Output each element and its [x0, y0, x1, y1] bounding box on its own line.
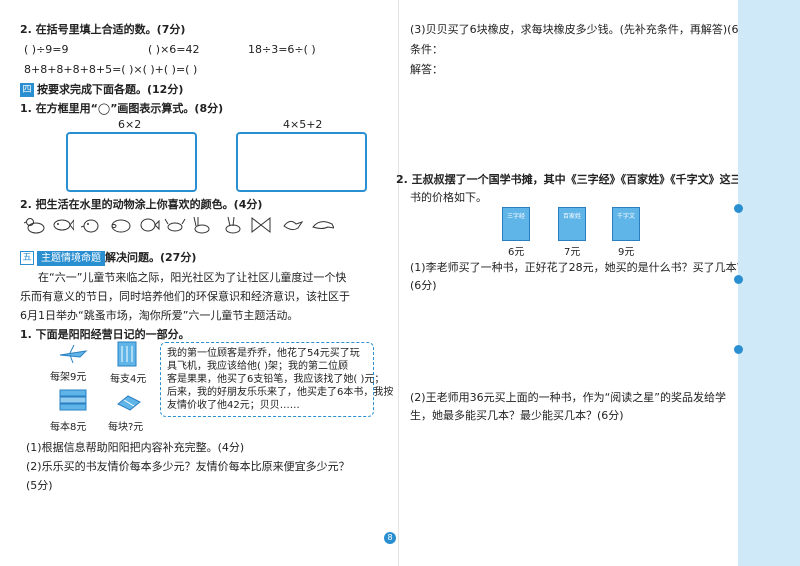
fish-icon[interactable]: [52, 216, 74, 234]
theme-tag: 主题情境命题: [37, 250, 105, 266]
pen-price: 每支4元: [110, 374, 147, 385]
section-4-title: 按要求完成下面各题。(12分): [37, 83, 184, 96]
q2-blank-1: ( )÷9=9: [24, 43, 69, 56]
rabbit2-icon[interactable]: [222, 216, 244, 234]
q2-blank-3: 18÷3=6÷( ): [248, 43, 316, 56]
drawing-box-2[interactable]: [236, 132, 367, 192]
book-sanzijing-icon: 三字经: [502, 207, 530, 241]
plane-icon: [59, 344, 88, 364]
diary-line-5: 友情价收了他42元；贝贝……: [167, 400, 300, 411]
right-sub-1a: (1)李老师买了一种书，正好花了28元，她买的是什么书？买了几本？: [410, 261, 748, 274]
answer-label: 解答：: [410, 63, 443, 76]
expression-1: 6×2: [118, 118, 142, 131]
q1-title: 1. 在方框里用“◯”画图表示算式。(8分): [20, 102, 224, 115]
section-4-header: 四按要求完成下面各题。(12分): [20, 82, 183, 97]
sub-question-2b: (5分): [26, 479, 53, 492]
diary-line-4: 后来，我的好朋友乐乐来了，他买走了6本书，我按: [167, 387, 394, 398]
diary-line-1: 我的第一位顾客是乔乔，他花了54元买了玩: [167, 348, 360, 359]
sub-question-1: (1)根据信息帮助阳阳把内容补充完整。(4分): [26, 441, 245, 454]
intro-line-3: 6月1日举办“跳蚤市场，淘你所爱”六一儿童节主题活动。: [20, 309, 299, 322]
diary-box: 我的第一位顾客是乔乔，他花了54元买了玩 具飞机，我应该给他( )架；我的第二位…: [160, 342, 394, 417]
blocks-price: 每块?元: [108, 422, 144, 433]
pig-icon[interactable]: [110, 216, 132, 234]
bird2-icon[interactable]: [282, 216, 304, 234]
section-5-header: 五主题情境命题解决问题。(27分): [20, 250, 196, 266]
q2b-title: 2. 把生活在水里的动物涂上你喜欢的颜色。(4分): [20, 198, 263, 211]
condition-label: 条件：: [410, 43, 443, 56]
q2-right-line-1: 2. 王叔叔摆了一个国学书摊，其中《三字经》《百家姓》《千字文》这三本: [396, 173, 753, 186]
diary-line-3: 客是果果，他买了6支铅笔，我应该找了她( )元；: [167, 374, 385, 385]
intro-line-1: 在“六一”儿童节来临之际，阳光社区为了让社区儿童度过一个快: [38, 271, 347, 284]
plane-price: 每架9元: [50, 372, 87, 383]
book-baijiaxing-price: 7元: [564, 247, 581, 258]
q2-right-line-2: 书的价格如下。: [410, 191, 487, 204]
strip-dot-2: [734, 275, 743, 284]
section-4-badge: 四: [20, 83, 34, 97]
right-sub-2a: (2)王老师用36元买上面的一种书，作为“阅读之星”的奖品发给学: [410, 391, 726, 404]
right-sub-1b: (6分): [410, 279, 437, 292]
book-qianziwen-icon: 千字文: [612, 207, 640, 241]
q2-title: 2. 在括号里填上合适的数。(7分): [20, 23, 186, 36]
diary-line-2: 具飞机，我应该给他( )架；我的第二位顾: [167, 361, 348, 372]
butterfly-icon[interactable]: [250, 216, 272, 234]
strip-dot-3: [734, 345, 743, 354]
right-side-strip: [738, 0, 800, 566]
section-5-badge: 五: [20, 251, 34, 265]
book-qianziwen-price: 9元: [618, 247, 635, 258]
intro-line-2: 乐而有意义的节日，同时培养他们的环保意识和经济意识，该社区于: [20, 290, 350, 303]
blocks-icon: [117, 395, 141, 411]
bird-icon[interactable]: [80, 216, 102, 234]
crab-icon[interactable]: [164, 216, 186, 234]
sub-question-3: (3)贝贝买了6块橡皮，求每块橡皮多少钱。(先补充条件，再解答)(6分): [410, 23, 754, 36]
book-sanzijing-price: 6元: [508, 247, 525, 258]
books-price: 每本8元: [50, 422, 87, 433]
section-5-title: 解决问题。(27分): [105, 251, 197, 264]
page-number: 8: [384, 532, 396, 544]
drawing-box-1[interactable]: [66, 132, 197, 192]
right-sub-2b: 生，她最多能买几本？最少能买几本？(6分): [410, 409, 624, 422]
duck-icon[interactable]: [24, 216, 46, 234]
fish2-icon[interactable]: [138, 216, 160, 234]
strip-dot-1: [734, 204, 743, 213]
book-baijiaxing-icon: 百家姓: [558, 207, 586, 241]
sub-question-2a: (2)乐乐买的书友情价每本多少元？友情价每本比原来便宜多少元？: [26, 460, 350, 473]
books-icon: [59, 389, 87, 411]
page-divider: [398, 0, 399, 566]
pen-icon: [117, 341, 137, 367]
q2-blank-2: ( )×6=42: [148, 43, 200, 56]
p1-title: 1. 下面是阳阳经营日记的一部分。: [20, 328, 190, 341]
dolphin-icon[interactable]: [312, 216, 334, 234]
q2-blank-row2: 8+8+8+8+8+5=( )×( )+( )=( ): [24, 63, 198, 76]
expression-2: 4×5+2: [283, 118, 323, 131]
rabbit-icon[interactable]: [190, 216, 212, 234]
